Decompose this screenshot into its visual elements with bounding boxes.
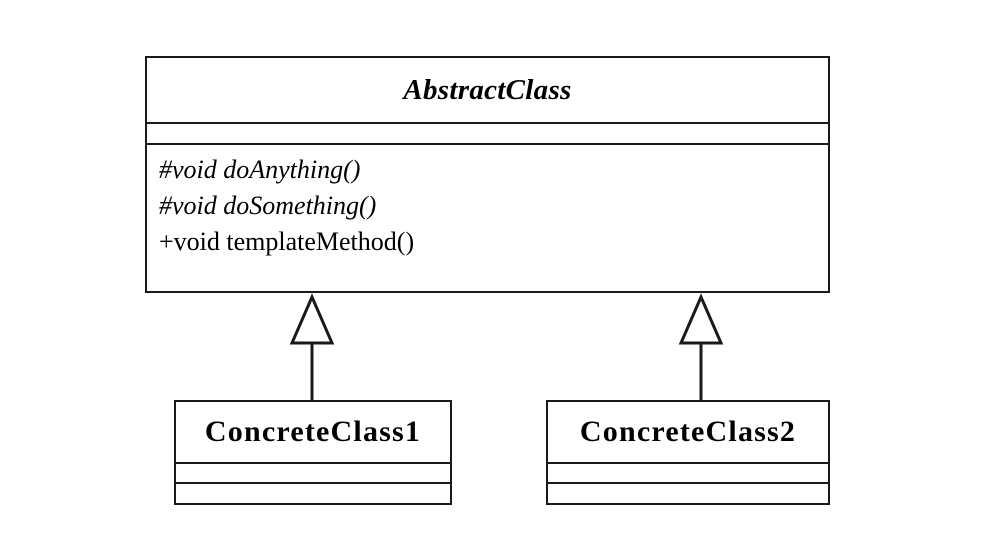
class-name-abstractclass: AbstractClass (403, 73, 572, 106)
attributes-compartment-abstractclass (147, 122, 828, 143)
generalization-concreteclass1-to-abstractclass (286, 293, 338, 401)
operation-do-anything: #void doAnything() (159, 155, 361, 184)
class-name-compartment-abstractclass: AbstractClass (147, 58, 828, 122)
operations-compartment-concreteclass1 (176, 482, 450, 503)
hollow-triangle-arrowhead-icon (289, 293, 335, 345)
class-name-compartment-concreteclass1: ConcreteClass1 (176, 402, 450, 462)
class-box-abstractclass[interactable]: AbstractClass #void doAnything() #void d… (145, 56, 830, 293)
hollow-triangle-arrowhead-icon (678, 293, 724, 345)
generalization-concreteclass2-to-abstractclass (675, 293, 727, 401)
class-name-concreteclass2: ConcreteClass2 (579, 415, 797, 448)
attributes-compartment-concreteclass1 (176, 462, 450, 482)
class-name-compartment-concreteclass2: ConcreteClass2 (548, 402, 828, 462)
class-box-concreteclass2[interactable]: ConcreteClass2 (546, 400, 830, 505)
operations-compartment-abstractclass: #void doAnything() #void doSomething() +… (147, 143, 828, 291)
class-box-concreteclass1[interactable]: ConcreteClass1 (174, 400, 452, 505)
operations-compartment-concreteclass2 (548, 482, 828, 503)
attributes-compartment-concreteclass2 (548, 462, 828, 482)
operation-template-method: +void templateMethod() (159, 226, 415, 256)
class-name-concreteclass1: ConcreteClass1 (204, 415, 422, 448)
operation-do-something: #void doSomething() (159, 190, 377, 220)
